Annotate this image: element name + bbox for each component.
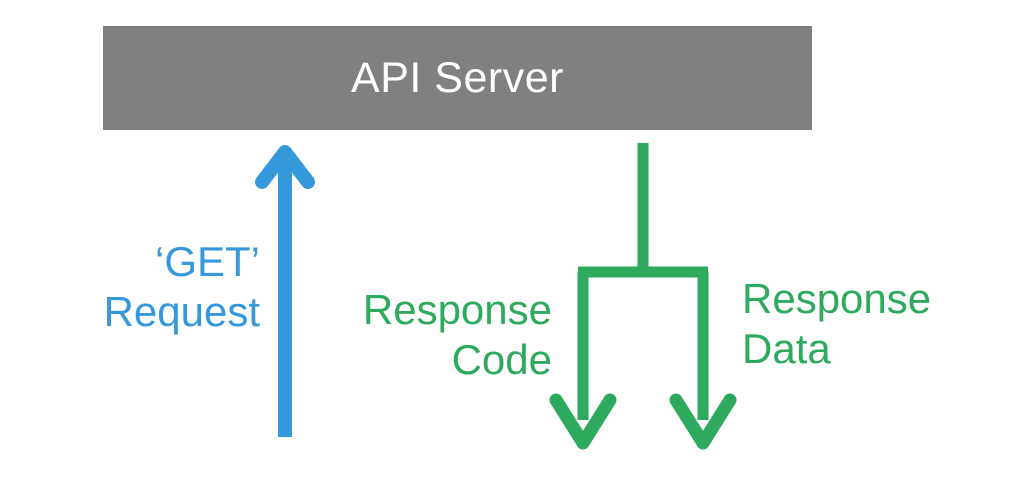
api-server-box: API Server xyxy=(103,26,812,130)
response-code-arrowhead-icon xyxy=(549,393,617,450)
api-server-label: API Server xyxy=(351,53,564,102)
response-data-label: Response Data xyxy=(742,274,1002,374)
get-request-label-line2: Request xyxy=(103,288,260,335)
response-code-label-line1: Response xyxy=(362,286,552,333)
response-data-label-line2: Data xyxy=(742,325,831,372)
get-request-label: ‘GET’ Request xyxy=(40,237,260,337)
get-request-arrow xyxy=(255,145,315,437)
response-code-label-line2: Code xyxy=(451,336,552,383)
get-request-label-line1: ‘GET’ xyxy=(155,238,260,285)
get-request-arrowhead-icon xyxy=(255,145,315,189)
response-code-label: Response Code xyxy=(260,285,552,385)
response-arrow-group xyxy=(549,143,737,450)
response-data-arrowhead-icon xyxy=(669,393,737,450)
response-data-label-line1: Response xyxy=(742,275,932,322)
